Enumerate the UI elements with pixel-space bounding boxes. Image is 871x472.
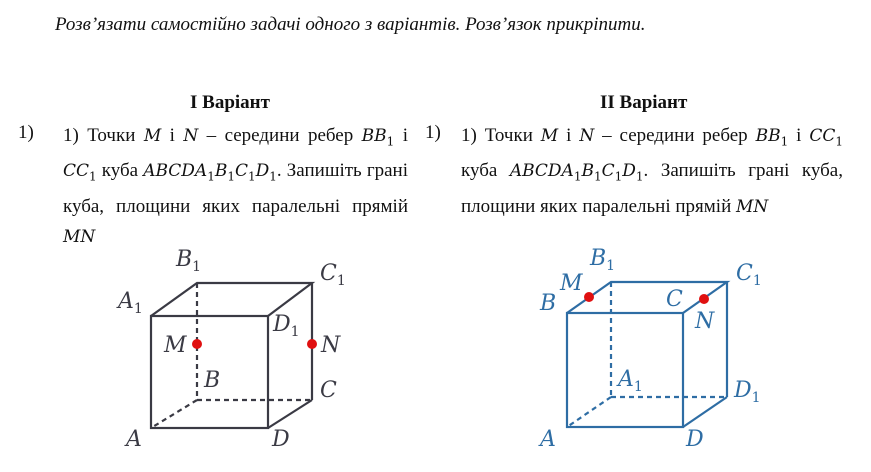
label-c: C [320, 378, 337, 403]
point-m: M [143, 126, 162, 146]
variant-2-item-number: 1) [425, 122, 441, 143]
variant-2-heading: II Варіант [600, 92, 688, 113]
edge-cc1: CC1 [63, 161, 97, 184]
edge-back-diagonal-dashed [150, 399, 198, 429]
label-d: D [685, 427, 704, 452]
label-b1: B1 [175, 247, 201, 275]
variant-1-heading: I Варіант [190, 92, 270, 113]
line-mn: MN [736, 196, 769, 217]
label-b: B [203, 368, 220, 393]
face-front [149, 314, 270, 430]
line-mn: MN [63, 226, 96, 247]
variant-1-item-number: 1) [18, 122, 34, 143]
edge-cc1: CC1 [809, 126, 843, 149]
point-n-dot [699, 294, 709, 304]
label-a: A [538, 427, 556, 452]
point-n-dot [307, 339, 317, 349]
label-m: M [163, 333, 187, 358]
label-b1: B1 [589, 246, 615, 274]
label-n: N [694, 309, 715, 334]
label-m: M [559, 271, 583, 296]
label-d: D [271, 427, 290, 452]
label-c1: C1 [320, 261, 346, 289]
face-front [565, 311, 685, 429]
edge-right-bottom [682, 396, 728, 428]
edge-bb1: BB1 [361, 126, 395, 149]
label-c: C [666, 287, 683, 312]
assignment-instruction: Розв’язати самостійно задачі одного з ва… [55, 14, 646, 35]
variant-1-task-text: 1) Точки M і N – середини ребер BB1 і CC… [63, 125, 408, 247]
point-m: M [540, 126, 559, 146]
edge-bb1: BB1 [755, 126, 789, 149]
label-d1: D1 [733, 378, 761, 406]
label-n: N [320, 333, 341, 358]
edge-top-back [150, 281, 316, 317]
label-c1: C1 [736, 261, 762, 289]
edge-right-bottom [267, 399, 313, 429]
point-m-dot [584, 292, 594, 302]
point-n: N [183, 126, 199, 146]
label-d1: D1 [272, 312, 300, 340]
label-b: B [539, 291, 556, 316]
point-m-dot [192, 339, 202, 349]
edge-back-diagonal-dashed [566, 396, 612, 428]
label-a: A [124, 427, 142, 452]
variant-2-task-text: 1) Точки M і N – середини ребер BB1 і CC… [461, 125, 843, 217]
cube-name: ABCDA1B1C1D1 [143, 161, 277, 184]
label-a1: A1 [116, 289, 143, 317]
label-a1: A1 [616, 367, 643, 395]
point-n: N [579, 126, 595, 146]
cube-name: ABCDA1B1C1D1 [509, 161, 644, 184]
